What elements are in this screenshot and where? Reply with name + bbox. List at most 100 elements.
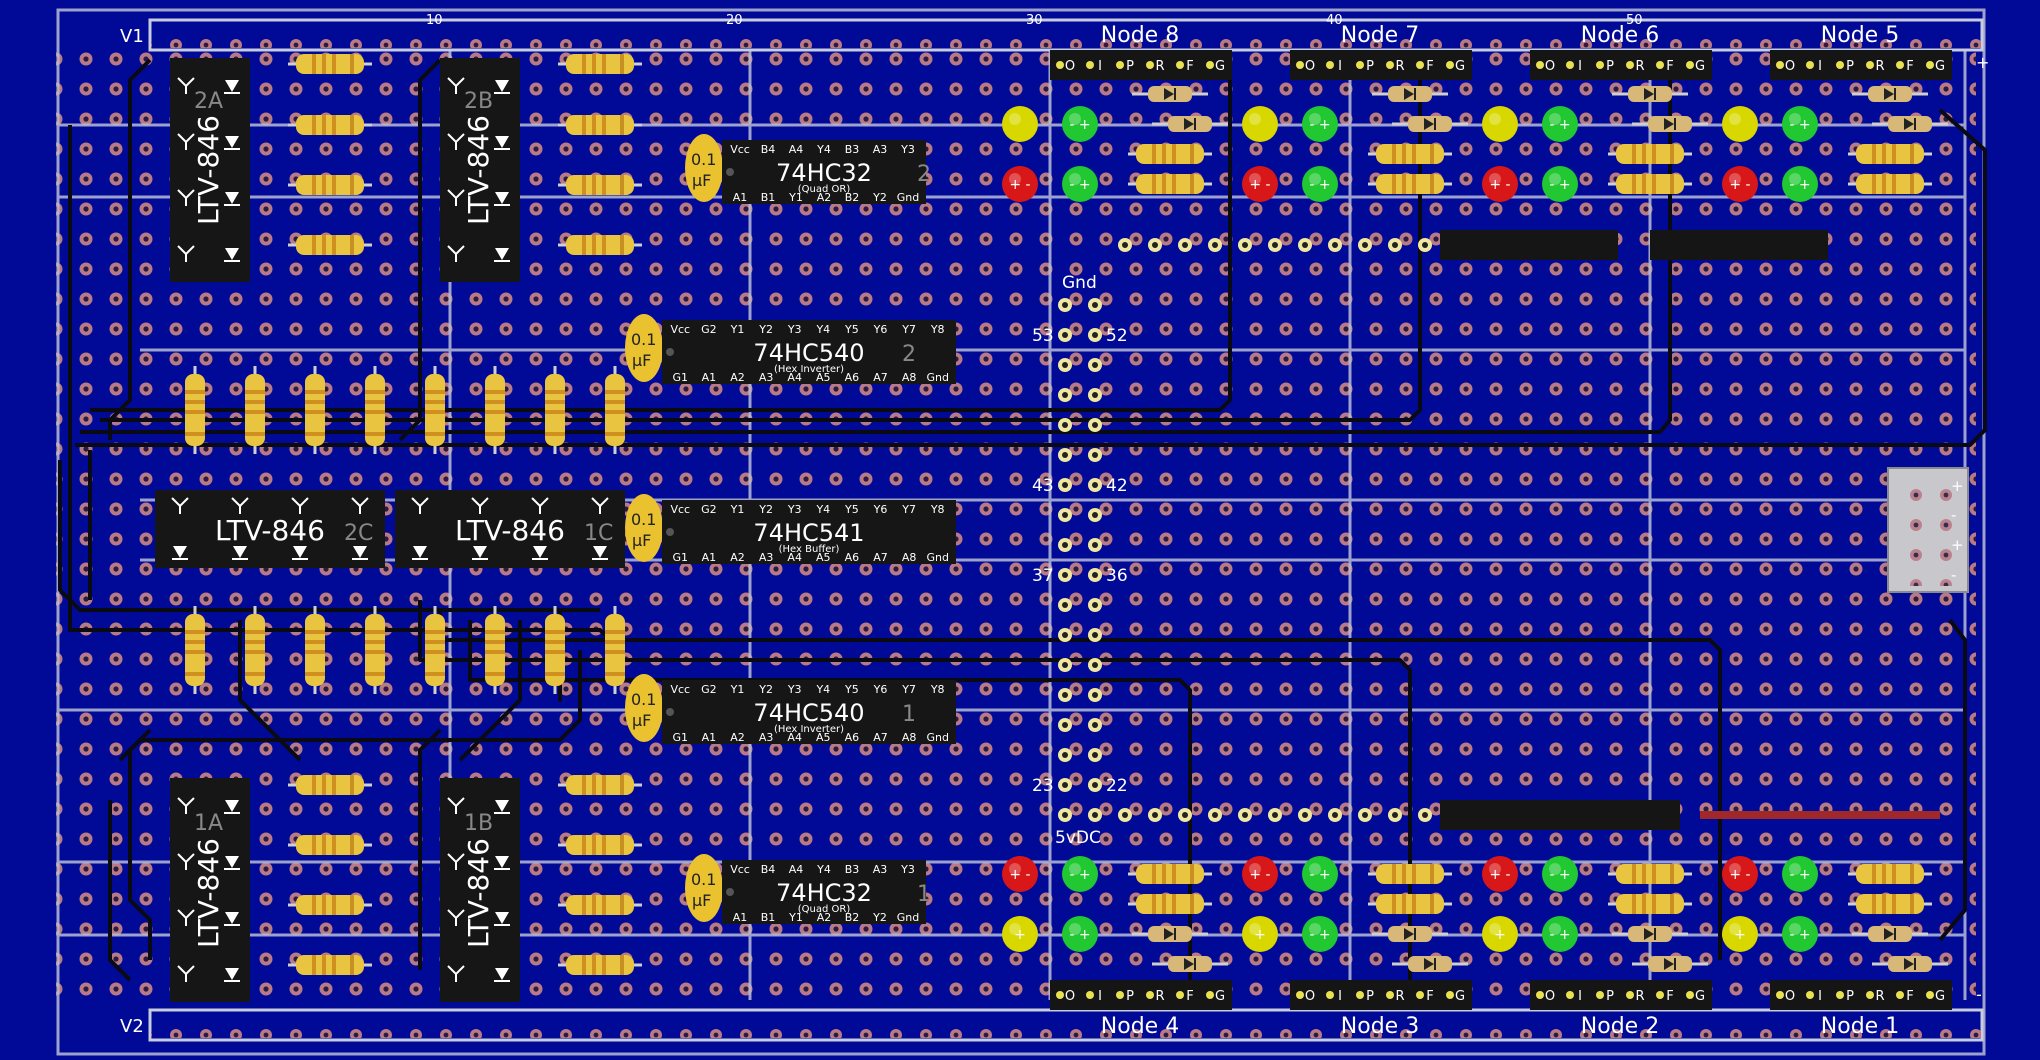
chip-pin-label: A2 <box>730 731 745 744</box>
diode <box>1132 86 1208 102</box>
node-label: Node 2 <box>1581 1014 1659 1039</box>
led-polarity: + - <box>1489 867 1510 883</box>
chip-pin-label: Y8 <box>930 683 945 696</box>
connector-pin <box>1686 991 1694 999</box>
transistor-symbol <box>447 77 465 94</box>
connector-pin <box>1536 991 1544 999</box>
chip-pin-label: A1 <box>733 191 748 204</box>
connector-pin <box>1656 61 1664 69</box>
node-connector-strip <box>1290 50 1472 80</box>
led: + <box>1002 916 1038 952</box>
connector-pin-label: F <box>1426 59 1433 74</box>
resistor <box>558 235 642 255</box>
connector-pin-label: G <box>1455 59 1465 74</box>
header-pin-hole <box>1062 302 1068 308</box>
resistor <box>485 366 505 454</box>
resistor <box>1368 894 1452 914</box>
node-connector-strip <box>1050 50 1232 80</box>
connector-pin-label: O <box>1785 989 1795 1004</box>
led: - + <box>1542 166 1578 202</box>
chip-pin-label: A5 <box>816 731 831 744</box>
header-pin-hole <box>1302 242 1308 248</box>
chip-pin-label: A2 <box>730 551 745 564</box>
connector-pin-label: I <box>1098 989 1102 1004</box>
diode-symbol <box>172 546 188 560</box>
led-polarity: - + <box>1309 927 1330 943</box>
connector-pin <box>1626 991 1634 999</box>
chip-description: (Hex Inverter) <box>774 364 844 375</box>
connector-pin <box>1056 991 1064 999</box>
header-pin-hole <box>1242 812 1248 818</box>
diode-symbol <box>224 968 240 982</box>
chip-pin-label: Y6 <box>873 323 888 336</box>
chip-pin-label: A8 <box>902 731 917 744</box>
connector-pin <box>1356 61 1364 69</box>
chip-pin-label: Vcc <box>730 143 750 156</box>
transistor-symbol <box>177 797 195 814</box>
connector-pin-label: I <box>1818 59 1822 74</box>
led-polarity: - + <box>1789 177 1810 193</box>
chip-index: 2 <box>917 162 931 187</box>
chip-pin-label: B2 <box>845 911 860 924</box>
chip-pin-label: A4 <box>787 731 802 744</box>
led-polarity: + <box>1254 927 1266 943</box>
connector-pin-label: G <box>1215 989 1225 1004</box>
capacitor-c3: 0.1 µF <box>625 494 663 562</box>
transistor-symbol <box>177 133 195 150</box>
chip-pin-label: Y7 <box>901 683 916 696</box>
chip-pin-label: Y1 <box>730 503 745 516</box>
resistor <box>305 366 325 454</box>
chip-part-label: 74HC540 <box>753 339 864 367</box>
connector-pin <box>1896 61 1904 69</box>
connector-pin <box>1176 991 1184 999</box>
chip-index: 1 <box>917 882 931 907</box>
node-connector-strip <box>1530 980 1712 1010</box>
connector-pin-label: R <box>1875 989 1884 1004</box>
connector-pin-label: R <box>1875 59 1884 74</box>
node-label: Node 8 <box>1101 23 1179 48</box>
diode <box>1372 86 1448 102</box>
connector-pin <box>1356 991 1364 999</box>
connector-pin <box>1146 991 1154 999</box>
led: + - <box>1722 856 1758 892</box>
header-pin-hole <box>1152 812 1158 818</box>
led: + - <box>1002 856 1038 892</box>
led: + <box>1722 916 1758 952</box>
chip-pin-label: Y8 <box>930 503 945 516</box>
resistor <box>485 606 505 694</box>
resistor <box>365 606 385 694</box>
header-pin-hole <box>1092 332 1098 338</box>
resistor <box>558 895 642 915</box>
pin-number: 52 <box>1106 326 1128 346</box>
center-header-column <box>1058 238 1432 822</box>
led: - + <box>1302 856 1338 892</box>
chip-pin-label: A7 <box>873 551 888 564</box>
chip-pin-label: Vcc <box>670 503 690 516</box>
connector-pin <box>1386 61 1394 69</box>
center-pin-numbers: 53 52 43 42 37 36 23 22 <box>1032 326 1128 796</box>
optocoupler-1c: LTV-846 1C <box>395 490 625 568</box>
diode <box>1872 116 1948 132</box>
chip-part-label: 74HC541 <box>753 519 864 547</box>
header-pin-hole <box>1242 242 1248 248</box>
led-polarity: - + <box>1069 867 1090 883</box>
chip-pin-label: Y4 <box>815 683 830 696</box>
led-polarity: + - <box>1249 177 1270 193</box>
chip-pin-label: G2 <box>701 323 717 336</box>
resistor <box>288 235 372 255</box>
resistor <box>245 366 265 454</box>
connector-pin-label: P <box>1366 989 1374 1004</box>
connector-pin-label: P <box>1846 989 1854 1004</box>
resistor <box>425 366 445 454</box>
resistor <box>245 606 265 694</box>
header-pin-hole <box>1092 692 1098 698</box>
chip-pin-label: A1 <box>702 731 717 744</box>
led: - + <box>1542 856 1578 892</box>
header-pin-hole <box>1092 482 1098 488</box>
diode <box>1152 956 1228 972</box>
connector-pin-label: O <box>1545 989 1555 1004</box>
resistor <box>1368 174 1452 194</box>
diode-symbol <box>494 800 510 814</box>
connector-pin <box>1566 61 1574 69</box>
